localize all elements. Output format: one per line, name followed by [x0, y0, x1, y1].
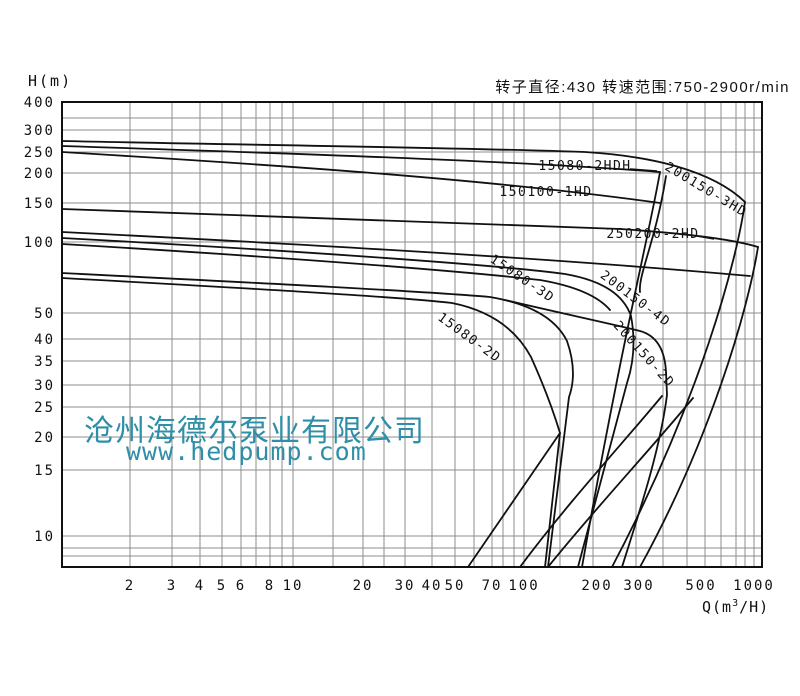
x-tick-label: 3 — [167, 578, 177, 594]
x-tick-label: 5 — [217, 578, 227, 594]
y-tick-label: 10 — [34, 529, 55, 545]
curve-200150-3HD-right — [611, 201, 746, 568]
x-tick-label: 20 — [353, 578, 374, 594]
x-tick-label: 30 — [395, 578, 416, 594]
x-tick-label: 8 — [265, 578, 275, 594]
x-tick-label: 4 — [195, 578, 205, 594]
y-tick-label: 50 — [34, 306, 55, 322]
y-tick-label: 35 — [34, 354, 55, 370]
x-tick-label: 40 — [422, 578, 443, 594]
curve-15080-2D-top — [61, 277, 561, 568]
y-tick-label: 15 — [34, 463, 55, 479]
curve-label: 200150-2D — [610, 318, 677, 390]
label-leader-line — [629, 168, 658, 172]
watermark-company: 沧州海德尔泵业有限公司 — [84, 415, 425, 448]
label-leader-line — [696, 235, 715, 240]
y-tick-label: 250 — [24, 145, 55, 161]
y-tick-label: 300 — [24, 123, 55, 139]
curve-200150-3HD-top — [61, 140, 746, 203]
curve-label: 150100-1HD — [499, 185, 592, 200]
x-axis-title: Q(m3/H) — [702, 598, 769, 616]
x-tick-label: 6 — [236, 578, 246, 594]
y-tick-label: 30 — [34, 378, 55, 394]
curve-label: 15080-2HDH — [538, 159, 631, 174]
y-tick-label: 25 — [34, 400, 55, 416]
x-tick-label: 200 — [581, 578, 612, 594]
curve-rising-edge-2 — [547, 397, 694, 568]
curve-edge-sliver — [639, 175, 667, 293]
curve-200150-4D-pair — [61, 243, 611, 311]
curve-15080-3D-top — [61, 272, 574, 568]
x-axis-title-sup: 3 — [732, 598, 740, 609]
x-axis-title-prefix: Q(m — [702, 598, 733, 616]
x-tick-label: 300 — [623, 578, 654, 594]
x-tick-label: 1000 — [733, 578, 775, 594]
curve-200150-4D-top — [61, 237, 635, 568]
curve-15080-2HDH-top — [61, 145, 661, 173]
y-tick-label: 400 — [24, 95, 55, 111]
curve-rising-edge-1 — [519, 395, 663, 568]
curve-250200-2HD-bottom — [61, 231, 751, 277]
y-tick-label: 40 — [34, 332, 55, 348]
plot-border — [61, 101, 763, 568]
x-tick-label: 100 — [508, 578, 539, 594]
x-tick-label: 10 — [283, 578, 304, 594]
y-axis-title: H(m) — [28, 72, 73, 90]
curve-250200-2HD-right — [639, 246, 759, 568]
x-tick-label: 500 — [685, 578, 716, 594]
x-tick-label: 50 — [445, 578, 466, 594]
curve-15080-2D-minflow — [467, 432, 561, 568]
y-tick-label: 150 — [24, 196, 55, 212]
y-tick-label: 100 — [24, 235, 55, 251]
watermark-url: www.hedpump.com — [126, 437, 367, 466]
x-axis-title-suffix: /H) — [739, 598, 770, 616]
x-tick-label: 70 — [482, 578, 503, 594]
curve-label: 250200-2HD — [606, 227, 699, 242]
y-tick-label: 200 — [24, 166, 55, 182]
y-tick-label: 20 — [34, 430, 55, 446]
x-tick-label: 2 — [125, 578, 135, 594]
chart-title: 转子直径:430 转速范围:750-2900r/min — [495, 79, 790, 96]
curve-200150-2D-top — [504, 299, 668, 568]
curve-label: 200150-4D — [597, 268, 673, 331]
curve-150100-1HD-top — [61, 151, 661, 204]
